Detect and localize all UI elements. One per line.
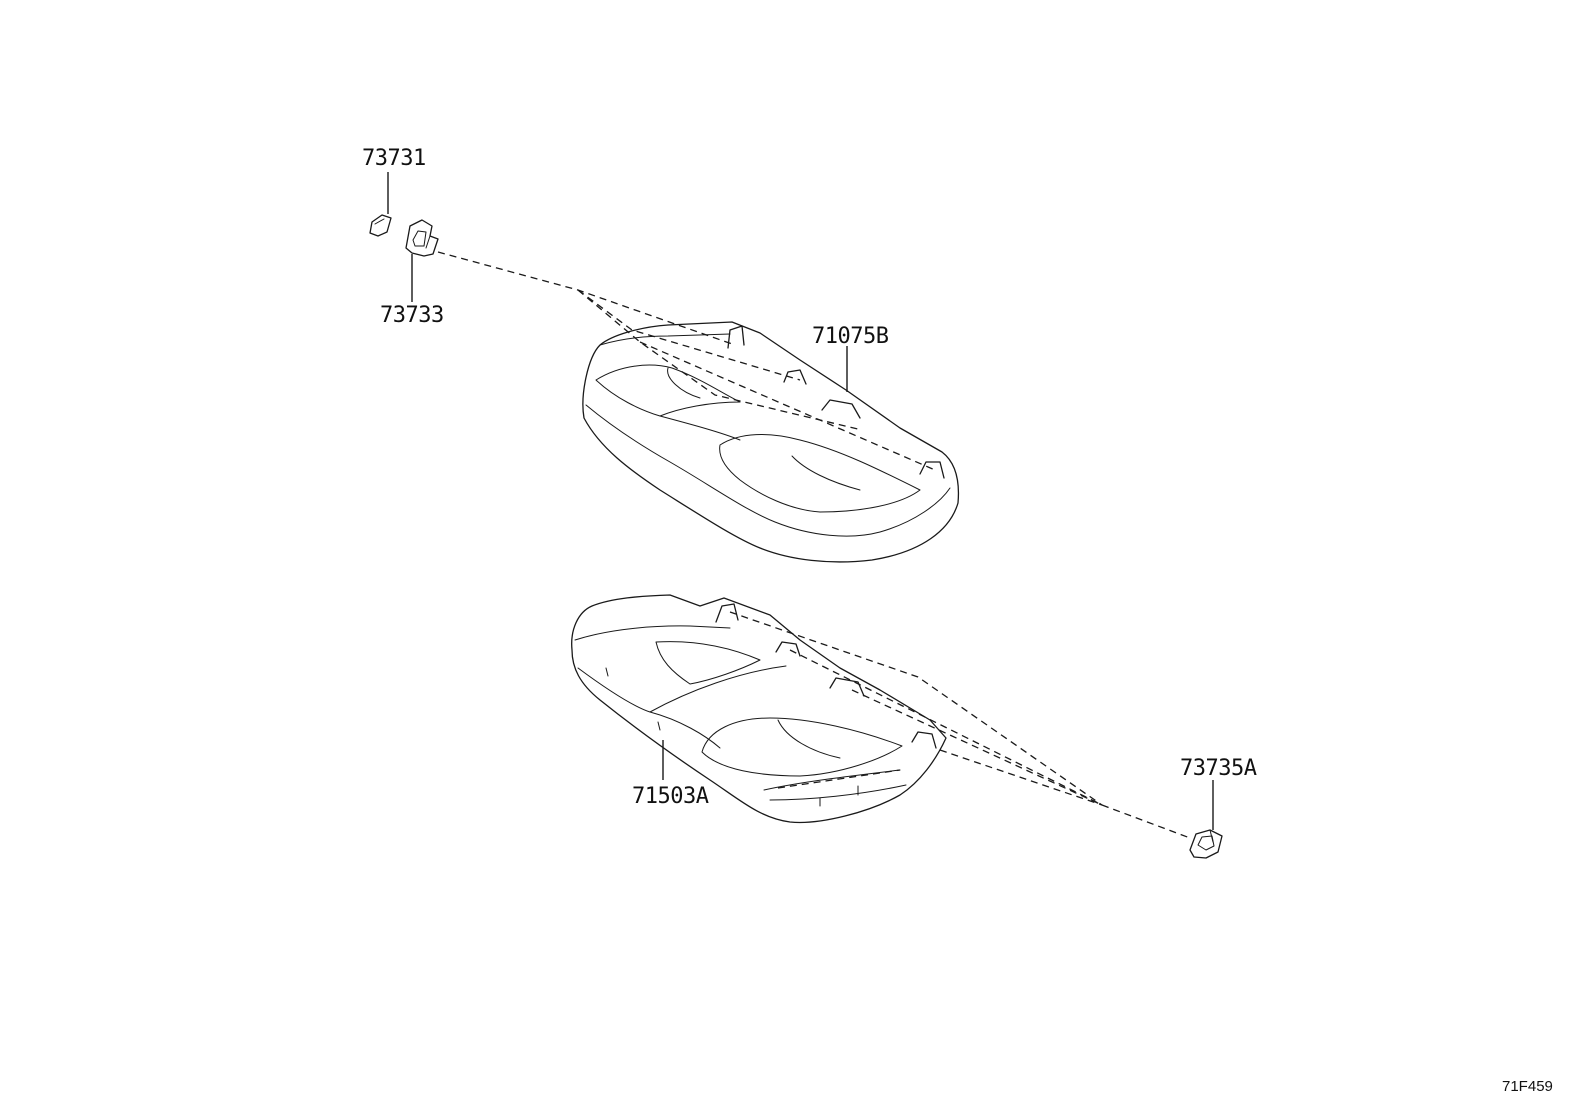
lower-dashed-lines	[729, 611, 1191, 839]
diagram-code: 71F459	[1502, 1078, 1553, 1095]
seat-cover-71075B-drawing	[582, 321, 960, 563]
seat-cover-71503A-drawing	[571, 594, 947, 824]
part-label-71503A[interactable]: 71503A	[632, 784, 709, 809]
clip-73733-drawing	[405, 219, 439, 257]
clip-73731-drawing	[369, 214, 392, 237]
part-label-73735A[interactable]: 73735A	[1180, 756, 1257, 781]
part-label-73731[interactable]: 73731	[362, 146, 426, 171]
part-label-71075B[interactable]: 71075B	[812, 324, 889, 349]
part-label-73733[interactable]: 73733	[380, 303, 444, 328]
clip-73735A-drawing	[1189, 829, 1223, 859]
upper-dashed-lines	[437, 251, 936, 471]
leader-lines	[387, 172, 1214, 830]
